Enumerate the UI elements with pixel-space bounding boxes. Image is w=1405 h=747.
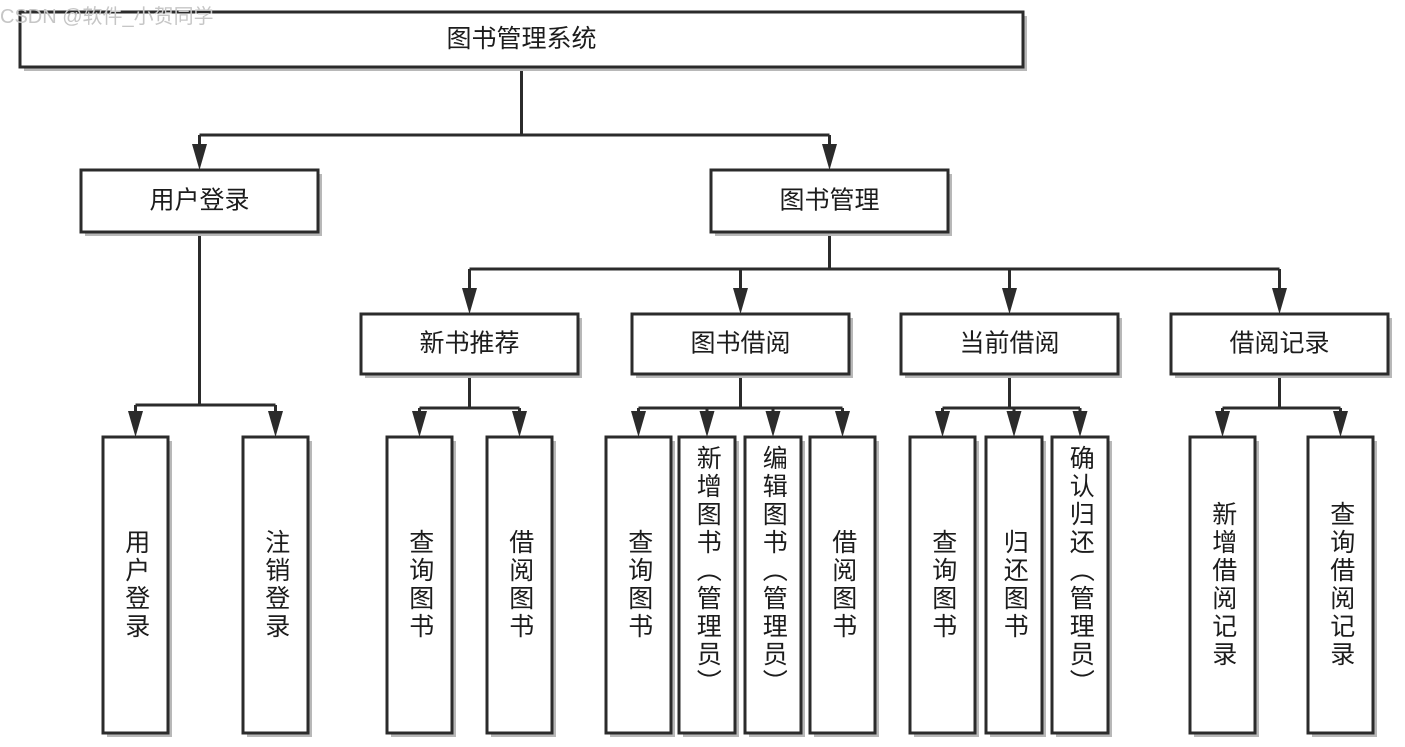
node-box-user-login[interactable] (79, 168, 320, 234)
arrow-head (765, 411, 781, 437)
arrow-head (462, 288, 477, 314)
node-label-new-book-rec: 新书推荐 (419, 330, 519, 358)
arrow-head (822, 144, 837, 170)
node-label-borrow-record: 借阅记录 (1229, 330, 1329, 358)
arrow-head (1006, 411, 1022, 437)
node-box-leaf-query-record[interactable] (1306, 435, 1375, 735)
node-box-leaf-query-book-borrow[interactable] (604, 435, 673, 735)
arrow-head (412, 411, 427, 437)
node-box-leaf-user-logout[interactable] (241, 435, 310, 735)
node-box-leaf-edit-book[interactable] (743, 435, 803, 735)
arrow-head (268, 411, 283, 437)
arrow-head (699, 411, 715, 437)
node-box-book-borrow[interactable] (630, 312, 851, 376)
node-label-book-manage: 图书管理 (779, 187, 879, 215)
node-boxes-layer (18, 10, 1390, 735)
node-box-root[interactable] (18, 10, 1025, 69)
node-label-current-borrow: 当前借阅 (959, 330, 1059, 358)
node-box-new-book-rec[interactable] (359, 312, 580, 376)
node-label-book-borrow: 图书借阅 (690, 330, 790, 358)
node-box-current-borrow[interactable] (899, 312, 1120, 376)
connector-edges-layer (128, 67, 1348, 437)
node-box-leaf-confirm-return[interactable] (1050, 435, 1110, 735)
arrow-head (733, 288, 748, 314)
node-box-leaf-query-book-rec[interactable] (385, 435, 454, 735)
arrow-head (835, 411, 850, 437)
node-box-leaf-add-record[interactable] (1188, 435, 1257, 735)
arrow-head (631, 411, 646, 437)
arrow-head (1002, 288, 1017, 314)
node-label-user-login: 用户登录 (149, 187, 249, 215)
node-box-borrow-record[interactable] (1169, 312, 1390, 376)
node-box-leaf-add-book[interactable] (677, 435, 737, 735)
arrow-head (1272, 288, 1287, 314)
node-box-leaf-borrow-book-rec[interactable] (485, 435, 554, 735)
arrow-head (128, 411, 143, 437)
arrow-head (1333, 411, 1348, 437)
node-label-root: 图书管理系统 (446, 25, 596, 53)
arrow-head (192, 144, 207, 170)
arrow-head (935, 411, 950, 437)
node-box-leaf-query-book-cur[interactable] (908, 435, 977, 735)
arrow-head (1072, 411, 1088, 437)
node-box-leaf-borrow-book[interactable] (808, 435, 877, 735)
node-box-book-manage[interactable] (709, 168, 950, 234)
node-box-leaf-user-login[interactable] (101, 435, 170, 735)
node-box-leaf-return-book[interactable] (984, 435, 1044, 735)
arrow-head (512, 411, 527, 437)
arrow-head (1215, 411, 1230, 437)
